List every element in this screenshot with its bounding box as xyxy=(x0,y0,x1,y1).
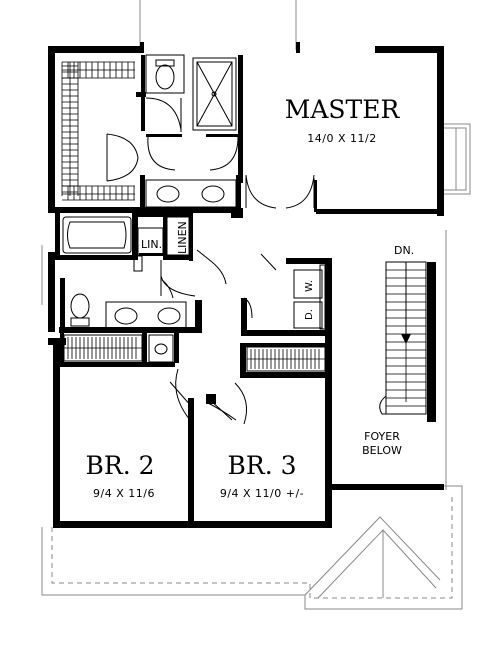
bathtub-icon xyxy=(62,216,132,254)
master-dims: 14/0 X 11/2 xyxy=(307,132,376,145)
below-label: BELOW xyxy=(362,444,402,457)
roof-outline xyxy=(41,0,471,610)
linen-label: LINEN xyxy=(176,221,189,254)
br2-dims: 9/4 X 11/6 xyxy=(93,487,155,500)
washer-label: W. xyxy=(304,280,315,292)
labels: MASTER 14/0 X 11/2 BR. 2 9/4 X 11/6 BR. … xyxy=(86,95,415,500)
closet-rods-left xyxy=(61,61,139,201)
foyer-label: FOYER xyxy=(364,430,400,443)
master-bath-fixtures xyxy=(145,54,239,208)
br2-title: BR. 2 xyxy=(86,451,155,480)
bedroom-closets xyxy=(63,334,326,372)
exterior-walls xyxy=(48,42,444,528)
br3-title: BR. 3 xyxy=(228,451,297,480)
dryer-label: D. xyxy=(304,309,315,320)
lin-label: LIN. xyxy=(141,238,162,251)
linen-closets xyxy=(133,216,190,272)
br3-dims: 9/4 X 11/0 +/- xyxy=(220,487,304,500)
hall-bath-fixtures xyxy=(62,216,196,363)
shower-icon xyxy=(192,57,237,131)
vanity-icon xyxy=(105,301,187,329)
master-title: MASTER xyxy=(285,95,401,124)
laundry xyxy=(293,264,326,330)
hall-doors xyxy=(161,174,315,425)
toilet-icon xyxy=(155,64,175,90)
toilet-icon-2 xyxy=(70,293,90,319)
dn-label: DN. xyxy=(394,244,414,257)
stairs xyxy=(379,261,427,415)
double-vanity-icon xyxy=(145,179,237,208)
stair-arrow-icon xyxy=(401,334,411,344)
